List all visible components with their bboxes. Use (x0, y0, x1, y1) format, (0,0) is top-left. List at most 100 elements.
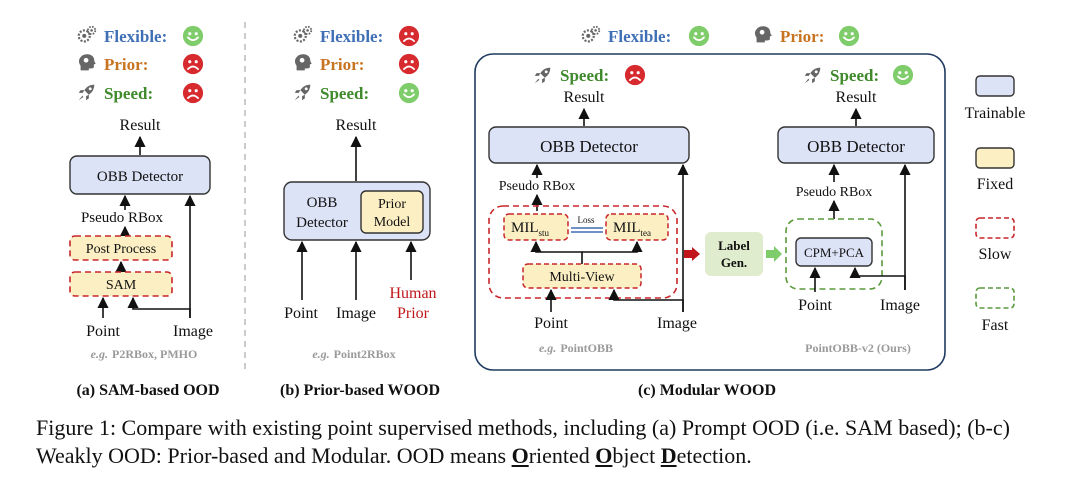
label-gen-line1: Label (718, 238, 750, 253)
result-label: Result (120, 117, 161, 134)
post-process-box (69, 235, 173, 261)
caption-text: bject (612, 443, 661, 468)
flexible-label: Flexible: (320, 27, 383, 46)
obb-detector-box-left (488, 126, 690, 164)
sad-face-icon (182, 53, 204, 75)
caption-emphasis: O (595, 443, 613, 468)
obb-detector-box-right (777, 126, 935, 164)
point-label: Point (86, 323, 120, 340)
legend-fixed-swatch (975, 147, 1015, 169)
sad-face-icon (398, 25, 420, 47)
point-label-right: Point (798, 297, 832, 314)
example-methods: e.g.PointOBB (539, 341, 613, 355)
result-label: Result (336, 117, 377, 134)
speed-label-right: Speed: (830, 66, 879, 85)
human-prior-line2: Prior (397, 305, 430, 322)
example-methods: e.g.P2RBox, PMHO (91, 347, 198, 361)
caption-emphasis: D (660, 443, 677, 468)
mil-student-box (503, 213, 569, 241)
legend: Trainable Fixed Slow Fast (965, 75, 1026, 334)
obb-label-line1: OBB (307, 195, 338, 211)
speed-label: Speed: (104, 84, 153, 103)
legend-slow: Slow (979, 246, 1012, 263)
image-label-left: Image (657, 315, 697, 332)
image-label-right: Image (880, 297, 920, 314)
image-label: Image (173, 323, 213, 340)
head-icon (78, 54, 96, 71)
gear-icon (581, 25, 601, 43)
label-gen-line2: Gen. (721, 255, 747, 270)
mil-teacher-box (605, 213, 669, 241)
pseudo-rbox-label: Pseudo RBox (81, 210, 164, 226)
panel-a-title: (a) SAM-based OOD (76, 382, 219, 399)
happy-face-icon (398, 82, 420, 104)
obb-detector-label-right: OBB Detector (807, 137, 905, 156)
sad-face-icon (182, 82, 204, 104)
pseudo-rbox-label-right: Pseudo RBox (796, 185, 873, 200)
legend-fixed: Fixed (977, 176, 1013, 193)
prior-model-line1: Prior (378, 197, 406, 212)
multi-view-box (522, 263, 642, 289)
caption-text: riented (528, 443, 596, 468)
post-process-label: Post Process (86, 242, 156, 257)
legend-fast: Fast (982, 317, 1009, 334)
prior-model-line2: Model (374, 215, 411, 230)
legend-slow-swatch (975, 217, 1015, 239)
caption-text: Figure 1: Compare with existing point su… (36, 415, 1010, 468)
happy-face-icon (892, 64, 914, 86)
ours-method: PointOBB-v2 (Ours) (805, 341, 911, 355)
modular-panel-frame (474, 53, 946, 371)
obb-label-line2: Detector (296, 215, 348, 231)
speed-label-left: Speed: (560, 66, 609, 85)
cpm-pca-box (795, 237, 873, 267)
sad-face-icon (624, 64, 646, 86)
happy-face-icon (688, 25, 710, 47)
mil-teacher-label: MILtea (613, 220, 651, 238)
red-arrow-icon (684, 247, 700, 261)
sam-box (69, 271, 173, 297)
caption-text: etection. (676, 443, 752, 468)
legend-trainable-swatch (975, 75, 1015, 97)
label-gen-box (705, 232, 763, 276)
obb-detector-label-left: OBB Detector (540, 137, 638, 156)
prior-label: Prior: (780, 27, 824, 46)
legend-trainable: Trainable (965, 105, 1026, 122)
panel-c: Flexible: Prior: Speed: Result OBB Detec… (474, 25, 946, 399)
flexible-label: Flexible: (608, 27, 671, 46)
prior-label: Prior: (320, 55, 364, 74)
sad-face-icon (398, 53, 420, 75)
human-prior-line1: Human (389, 285, 436, 302)
head-icon (754, 26, 772, 43)
rocket-icon (804, 67, 821, 84)
point-label: Point (284, 305, 318, 322)
cpm-module-box (785, 218, 883, 290)
panel-a: Flexible: Prior: Speed: Result OBB Detec… (69, 25, 220, 399)
legend-fast-swatch (975, 287, 1015, 309)
obb-detector-box (69, 155, 211, 195)
rocket-icon (294, 84, 311, 101)
sam-label: SAM (106, 278, 137, 293)
panel-c-title: (c) Modular WOOD (638, 382, 776, 399)
multi-view-label: Multi-View (549, 270, 615, 285)
prior-label: Prior: (104, 55, 148, 74)
loss-label: Loss (577, 215, 595, 225)
mil-module-box (488, 205, 678, 299)
speed-label: Speed: (320, 84, 369, 103)
example-methods: e.g.Point2RBox (312, 347, 395, 361)
prior-model-box (360, 190, 424, 234)
figure-caption: Figure 1: Compare with existing point su… (36, 414, 1066, 470)
gear-icon (293, 25, 313, 43)
result-label-right: Result (836, 89, 877, 106)
rocket-icon (534, 67, 551, 84)
rocket-icon (78, 84, 95, 101)
image-label: Image (336, 305, 376, 322)
cpm-pca-label: CPM+PCA (804, 245, 865, 260)
mil-student-label: MILstu (511, 220, 550, 238)
point-label-left: Point (534, 315, 568, 332)
panel-b-title: (b) Prior-based WOOD (280, 382, 440, 399)
obb-detector-label: OBB Detector (97, 169, 183, 185)
panel-b: Flexible: Prior: Speed: Result OBB Detec… (280, 25, 440, 399)
caption-emphasis: O (511, 443, 529, 468)
green-arrow-icon (766, 246, 782, 262)
happy-face-icon (182, 25, 204, 47)
